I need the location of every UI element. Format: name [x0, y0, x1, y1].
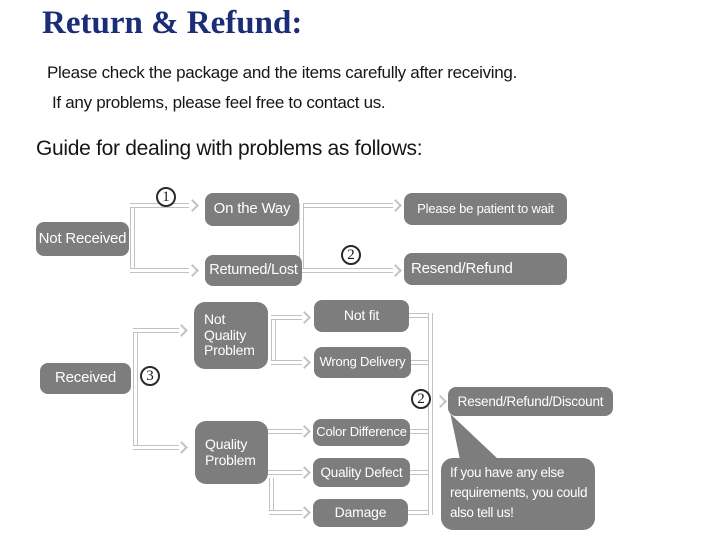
node-quality-defect: Quality Defect: [313, 458, 410, 487]
step-circle-3: 3: [140, 366, 160, 386]
arrowhead-icon: [186, 199, 199, 212]
page-title: Return & Refund:: [42, 5, 303, 41]
connector-received-branch: [133, 328, 138, 450]
node-resend-refund-discount: Resend/Refund/Discount: [448, 387, 613, 416]
arrowhead-icon: [298, 311, 311, 324]
guide-heading: Guide for dealing with problems as follo…: [36, 137, 423, 160]
connector-not-quality-bracket: [271, 315, 276, 365]
arrowhead-icon: [389, 199, 402, 212]
node-received: Received: [40, 363, 131, 394]
node-quality-problem: Quality Problem: [195, 421, 268, 484]
node-damage: Damage: [313, 499, 408, 527]
connector-damage-drop: [269, 478, 274, 515]
stub-wrong-delivery: [411, 360, 433, 365]
connector-to-damage: [269, 510, 302, 515]
connector-trunk: [428, 313, 433, 515]
connector-to-quality-defect: [267, 470, 302, 475]
arrowhead-icon: [389, 264, 402, 277]
intro-line-2: If any problems, please feel free to con…: [52, 93, 386, 112]
step-circle-2: 2: [341, 245, 361, 265]
speech-bubble-tail: [450, 414, 499, 460]
node-resend-refund: Resend/Refund: [404, 253, 567, 285]
stub-not-fit: [409, 313, 433, 318]
arrowhead-icon: [298, 425, 311, 438]
node-be-patient: Please be patient to wait: [404, 193, 567, 225]
step-circle-1: 1: [156, 187, 176, 207]
node-wrong-delivery: Wrong Delivery: [314, 347, 411, 378]
connector-to-wrong-delivery: [271, 360, 302, 365]
connector-to-not-quality: [133, 328, 179, 333]
speech-bubble: If you have any else requirements, you c…: [441, 458, 595, 530]
node-color-difference: Color Difference: [313, 419, 410, 446]
arrowhead-icon: [175, 324, 188, 337]
arrowhead-icon: [434, 395, 447, 408]
bubble-line-1: If you have any else: [450, 465, 565, 480]
arrowhead-icon: [175, 441, 188, 454]
connector-to-quality-problem: [133, 445, 179, 450]
arrowhead-icon: [298, 356, 311, 369]
connector-to-color-difference: [267, 429, 302, 434]
connector-to-not-fit: [271, 315, 302, 320]
arrowhead-icon: [298, 506, 311, 519]
intro-line-1: Please check the package and the items c…: [47, 63, 517, 82]
node-on-the-way: On the Way: [205, 193, 299, 226]
stub-damage: [408, 510, 433, 515]
node-returned-lost: Returned/Lost: [205, 255, 302, 286]
connector-not-received-branch: [130, 203, 135, 273]
connector-to-resend-refund: [301, 268, 393, 273]
connector-to-be-patient: [299, 203, 393, 208]
node-not-received: Not Received: [36, 222, 129, 256]
bubble-line-2: requirements, you could: [450, 485, 588, 500]
stub-color-difference: [410, 429, 433, 434]
node-not-quality-problem: Not Quality Problem: [194, 302, 268, 369]
connector-on-the-way-drop: [299, 203, 304, 273]
node-not-fit: Not fit: [314, 300, 409, 332]
bubble-line-3: also tell us!: [450, 505, 514, 520]
arrowhead-icon: [298, 466, 311, 479]
arrowhead-icon: [186, 264, 199, 277]
stub-quality-defect: [410, 470, 433, 475]
connector-to-returned-lost: [130, 268, 189, 273]
step-circle-2b: 2: [411, 389, 431, 409]
